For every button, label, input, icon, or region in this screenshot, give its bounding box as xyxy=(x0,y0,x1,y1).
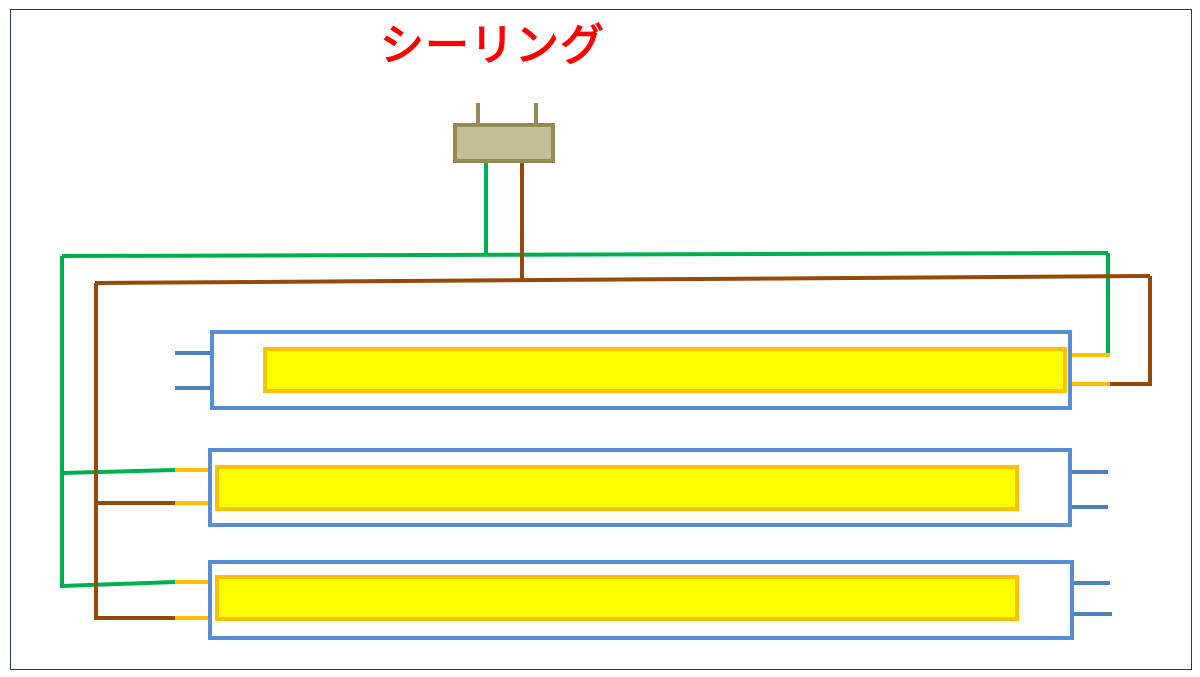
socket-body xyxy=(453,123,555,163)
tube-1-glow xyxy=(263,347,1067,393)
brown-wire xyxy=(94,163,1152,620)
tube-3 xyxy=(175,560,1112,640)
page-title: シーリング xyxy=(380,20,605,71)
ceiling-socket xyxy=(453,103,555,163)
tube-1 xyxy=(175,330,1110,410)
tube-2-glow xyxy=(215,465,1019,511)
diagram-frame xyxy=(10,9,1192,670)
tube-2 xyxy=(175,448,1108,527)
tube-3-glow xyxy=(215,575,1019,621)
